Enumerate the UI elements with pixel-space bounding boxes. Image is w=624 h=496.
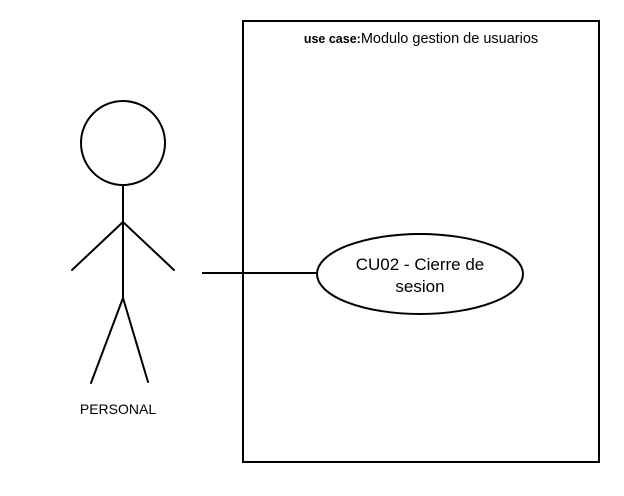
use-case-ellipse: [316, 233, 524, 315]
actor-left-arm: [71, 221, 124, 271]
system-name: Modulo gestion de usuarios: [360, 31, 539, 47]
actor-right-arm: [122, 221, 175, 271]
system-title: use case:Modulo gestion de usuarios: [243, 31, 599, 47]
system-keyword: use case:: [303, 32, 361, 46]
actor-name: PERSONAL: [79, 401, 157, 417]
actor-right-leg: [122, 297, 149, 383]
actor-figure: [71, 100, 175, 384]
actor-head: [80, 100, 166, 186]
use-case-label: CU02 - Cierre de sesion: [318, 254, 522, 298]
actor-left-leg: [90, 297, 124, 384]
use-case-label-line2: sesion: [395, 277, 445, 296]
system-boundary: [242, 20, 600, 463]
use-case-label-line1: CU02 - Cierre de: [355, 255, 485, 274]
